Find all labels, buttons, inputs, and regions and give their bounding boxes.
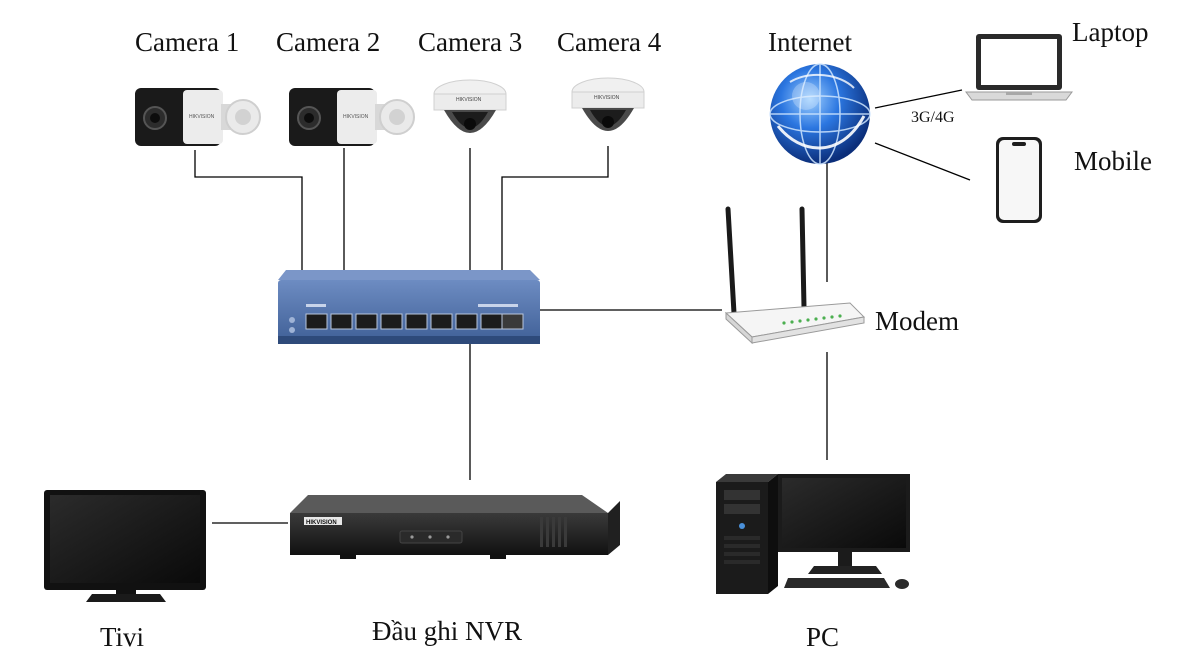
label-tivi: Tivi (100, 622, 145, 652)
label-pc: PC (806, 622, 840, 652)
nvr-brand: HIKVISION (306, 520, 337, 526)
connection-lines (194, 89, 971, 524)
label-internet: Internet (768, 27, 852, 57)
label-camera-2: Camera 2 (276, 27, 381, 57)
label-camera-4: Camera 4 (557, 27, 662, 57)
label-nvr: Đầu ghi NVR (372, 616, 522, 646)
modem-router-icon (724, 206, 866, 345)
label-laptop: Laptop (1072, 17, 1149, 47)
label-3g4g: 3G/4G (911, 109, 955, 126)
camera-1-bullet-icon: HIKVISION (135, 88, 261, 146)
camera-4-brand: HIKVISION (594, 95, 620, 101)
label-modem: Modem (875, 306, 959, 336)
camera-3-brand: HIKVISION (456, 97, 482, 103)
label-camera-3: Camera 3 (418, 27, 523, 57)
camera-3-dome-icon: HIKVISION (433, 79, 507, 133)
nvr-recorder-icon: HIKVISION (290, 495, 620, 559)
camera-2-brand: HIKVISION (343, 114, 369, 120)
link-internet-laptop (874, 89, 963, 109)
tv-icon (44, 490, 206, 602)
label-mobile: Mobile (1074, 146, 1152, 176)
label-camera-1: Camera 1 (135, 27, 240, 57)
poe-switch-icon (278, 270, 540, 344)
internet-globe-icon (769, 63, 871, 165)
link-internet-mobile (874, 142, 971, 181)
mobile-icon (996, 137, 1042, 223)
link-camera-1-switch (194, 150, 303, 272)
camera-2-bullet-icon: HIKVISION (289, 88, 415, 146)
pc-icon (716, 474, 910, 594)
laptop-icon (965, 34, 1073, 101)
camera-1-brand: HIKVISION (189, 114, 215, 120)
camera-4-dome-icon: HIKVISION (571, 77, 645, 131)
link-camera-4-switch (501, 146, 609, 272)
